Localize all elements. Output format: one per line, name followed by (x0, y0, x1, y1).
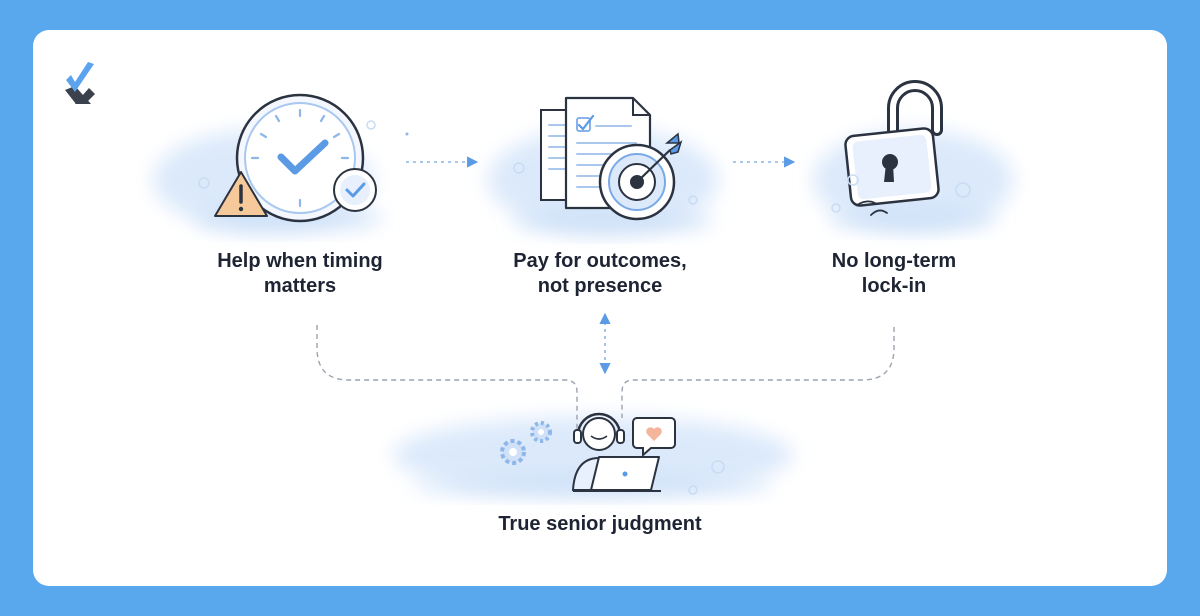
consultant-headset-laptop-icon (500, 412, 725, 495)
node-label-lockin-line1: No long-term (831, 250, 957, 272)
diagram-canvas (153, 80, 1013, 495)
gear-icon (500, 421, 552, 465)
heart-chat-icon (632, 417, 676, 458)
clock-warning-icon (198, 93, 377, 223)
connector-lockin-judgment (621, 327, 895, 418)
document-target-icon (513, 96, 698, 221)
node-label-outcomes-line2: not presence (537, 275, 663, 297)
node-label-timing: Help when timing matters (165, 249, 435, 299)
unlocked-padlock-icon (831, 80, 971, 216)
node-label-timing-line2: matters (263, 275, 337, 297)
node-label-judgment-line1: True senior judgment (498, 513, 702, 535)
node-label-outcomes-line1: Pay for outcomes, (513, 250, 687, 272)
node-label-judgment: True senior judgment (450, 512, 750, 537)
diagram-card: Help when timing matters Pay for outcome… (33, 30, 1167, 586)
checkmark-x-logo-icon (65, 62, 95, 104)
node-label-outcomes: Pay for outcomes, not presence (465, 249, 735, 299)
node-label-timing-line1: Help when timing (217, 250, 383, 272)
node-label-lockin-line2: lock-in (861, 275, 927, 297)
connector-timing-judgment (316, 325, 578, 430)
node-label-lockin: No long-term lock-in (759, 249, 1029, 299)
